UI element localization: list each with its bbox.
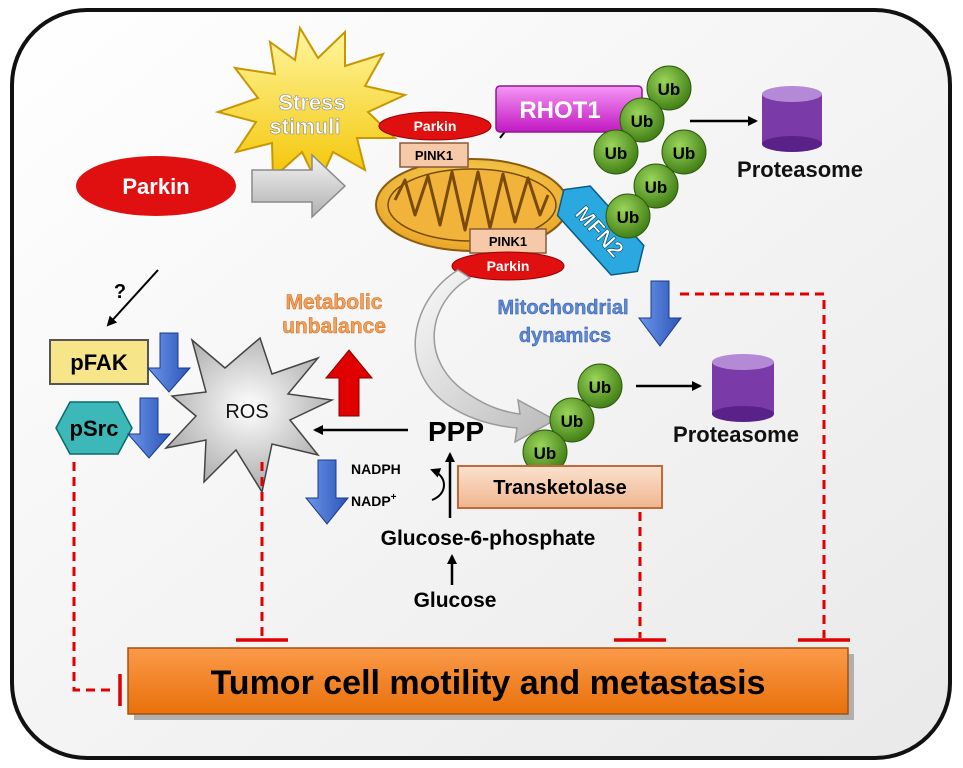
svg-text:Ub: Ub — [673, 144, 696, 163]
pink1-top — [399, 142, 469, 168]
mito-dynamics-decrease-arrow — [638, 280, 682, 347]
diagram-frame — [10, 8, 952, 760]
pink1-bottom-label: PINK1 — [489, 234, 527, 249]
transketolase-label: Transketolase — [493, 477, 626, 499]
transketolase-box — [457, 465, 663, 509]
pink1-top-label: PINK1 — [415, 148, 453, 163]
ub-chain-rhot1: Ub Ub Ub — [593, 65, 692, 175]
inhibition-bars — [118, 638, 850, 706]
psrc-decrease-arrow — [126, 397, 172, 459]
nadp-reduction-arc — [430, 468, 445, 501]
ros-splat — [163, 336, 335, 494]
glucose-label: Glucose — [414, 589, 497, 612]
proteasome-bottom-label: Proteasome — [673, 422, 799, 447]
nadph-decrease-arrow — [304, 459, 350, 525]
outcome-box — [127, 647, 849, 715]
pfak-box — [49, 339, 149, 385]
parkin-to-pfak-arrow — [106, 269, 159, 327]
svg-text:Ub: Ub — [658, 80, 681, 99]
svg-text:Ub: Ub — [589, 378, 612, 397]
pfak-decrease-arrow — [146, 332, 192, 393]
unknown-link-label: ? — [114, 281, 126, 303]
svg-text:Ub: Ub — [645, 178, 668, 197]
nadp-label: NADP+ — [351, 492, 397, 509]
svg-text:Ub: Ub — [605, 144, 628, 163]
svg-text:Ub: Ub — [561, 412, 584, 431]
pfak-label: pFAK — [70, 350, 128, 375]
parkin-recruitment-arrow — [251, 153, 347, 219]
mito-dynamics-line1: Mitochondrial — [497, 297, 628, 319]
svg-text:Ub: Ub — [631, 112, 654, 131]
mitochondrion-cristae — [393, 170, 550, 232]
metabolic-unbalance-line2: unbalance — [282, 315, 386, 338]
inhibit-psrc-line — [72, 462, 116, 692]
rhot1-label: RHOT1 — [519, 97, 600, 124]
g6p-label: Glucose-6-phosphate — [381, 527, 596, 550]
ppp-label: PPP — [428, 416, 484, 447]
proteasome-bottom — [712, 354, 774, 422]
nadph-label: NADPH — [351, 461, 401, 477]
psrc-hexagon — [55, 401, 133, 455]
pink1-bottom — [469, 228, 547, 254]
parkin-mito-top-label: Parkin — [414, 118, 457, 134]
stress-stimuli-label-line1: Stress — [278, 90, 345, 115]
ros-label: ROS — [225, 401, 268, 423]
parkin-to-transketolase-curve — [414, 269, 557, 444]
svg-text:Ub: Ub — [534, 444, 557, 463]
proteasome-top — [762, 86, 822, 152]
parkin-mito-top — [378, 111, 492, 141]
ub-chain-mfn2: Ub Ub Ub — [605, 129, 707, 239]
stress-stimuli-label-line2: stimuli — [270, 114, 341, 139]
parkin-label: Parkin — [122, 174, 189, 199]
mito-dynamics-line2: dynamics — [519, 325, 611, 347]
svg-text:Ub: Ub — [617, 208, 640, 227]
outcome-label: Tumor cell motility and metastasis — [211, 664, 766, 702]
inhibit-mito-dynamics-line — [680, 292, 826, 638]
metabolic-increase-arrow — [324, 349, 374, 417]
parkin-mito-bottom-label: Parkin — [487, 258, 530, 274]
parkin-mito-bottom — [451, 251, 565, 281]
inhibition-lines — [72, 292, 826, 692]
metabolic-unbalance-line1: Metabolic — [286, 291, 383, 314]
proteasome-top-label: Proteasome — [737, 157, 863, 182]
psrc-label: pSrc — [70, 416, 119, 441]
parkin-oval — [76, 156, 236, 216]
ub-chain-transketolase: Ub Ub Ub — [522, 363, 623, 475]
